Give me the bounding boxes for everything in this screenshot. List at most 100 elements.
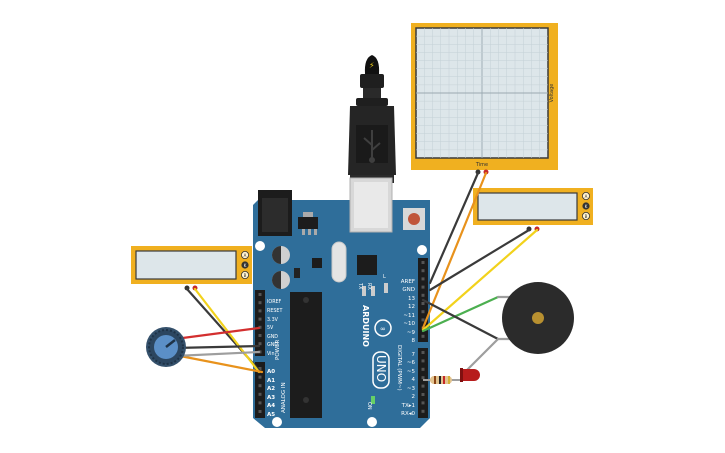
pin-5: ~5 (407, 369, 416, 375)
potentiometer-knob-indicator (165, 339, 176, 348)
wire-display-left-signal[interactable] (193, 287, 261, 374)
header-pin[interactable] (421, 401, 425, 405)
pin-gnd-2: GND (267, 342, 278, 348)
pin-a5: A5 (267, 412, 275, 418)
analog-header: ANALOG IN (281, 382, 287, 413)
arduino-uno-board[interactable]: TX RX L ON ARDUINO ∞ UNO DIGITAL (PWM~) … (253, 177, 430, 428)
pin-3: ~3 (407, 386, 416, 392)
header-pin[interactable] (258, 367, 262, 370)
display-right-pin-a: A (585, 194, 588, 199)
pin-0-rx: RX◂0 (401, 411, 415, 417)
pin-4: 4 (412, 377, 416, 383)
header-pin[interactable] (258, 392, 262, 396)
pin-7: 7 (412, 352, 416, 358)
pin-a4: A4 (267, 403, 275, 409)
pin-12: 12 (408, 304, 415, 310)
header-pin[interactable] (421, 277, 425, 281)
pin-5v: 5V (267, 325, 274, 331)
pin-gnd-3: GND (402, 287, 415, 293)
pin-6: ~6 (407, 360, 416, 366)
on-label: ON (366, 402, 372, 410)
header-pin[interactable] (421, 393, 425, 396)
header-pin[interactable] (258, 317, 262, 321)
header-pin[interactable] (421, 359, 425, 363)
header-pin[interactable] (258, 293, 262, 296)
header-pin[interactable] (421, 334, 425, 338)
pin-13: 13 (408, 296, 415, 302)
digital-header-bottom-pins[interactable] (418, 348, 428, 418)
pin-2: 2 (412, 394, 416, 400)
header-pin[interactable] (421, 409, 425, 413)
wire-display-right-signal[interactable] (421, 228, 539, 332)
pin-gnd-1: GND (267, 334, 278, 340)
pin-3v3: 3.3V (267, 317, 279, 323)
brand-label: ARDUINO (361, 305, 370, 347)
pin-a0: A0 (267, 369, 275, 375)
display-left-pin-b: B (244, 273, 247, 278)
pin-8: 8 (412, 338, 416, 344)
header-pin[interactable] (258, 410, 262, 413)
pin-aref: AREF (401, 279, 415, 285)
display-left-pin-a: A (244, 253, 247, 258)
wire-scope-gnd[interactable] (428, 171, 480, 285)
rx-label: RX (366, 283, 372, 290)
header-pin[interactable] (421, 302, 425, 305)
header-pin[interactable] (258, 375, 262, 379)
display-right-pin-b: B (585, 214, 588, 219)
resistor[interactable] (423, 376, 462, 384)
header-pin[interactable] (258, 401, 262, 405)
power-header: POWER (275, 339, 281, 360)
display-module-left[interactable]: A K B (131, 246, 252, 291)
svg-text:∞: ∞ (380, 325, 386, 333)
oscilloscope-grid (416, 28, 548, 158)
oscilloscope-y-label: Voltage (549, 84, 555, 103)
header-pin[interactable] (421, 384, 425, 388)
pin-10: ~10 (403, 321, 415, 327)
header-pin[interactable] (421, 318, 425, 322)
display-right-pin-k: K (585, 204, 588, 209)
wire-buzzer-gnd[interactable] (421, 298, 500, 341)
header-pin[interactable] (421, 261, 425, 264)
pin-1-tx: TX▸1 (401, 403, 415, 409)
oscilloscope-x-label: Time (475, 162, 488, 168)
analog-header-pins[interactable] (255, 362, 265, 418)
red-led[interactable] (460, 368, 480, 382)
usb-cable[interactable]: ⚡ (348, 55, 396, 183)
header-pin[interactable] (421, 293, 425, 297)
pin-9: ~9 (407, 330, 416, 336)
l-label: L (383, 274, 386, 280)
wire-scope-signal[interactable] (421, 171, 488, 330)
power-header-pins[interactable] (255, 290, 265, 356)
header-pin[interactable] (258, 325, 262, 329)
header-pin[interactable] (421, 285, 425, 289)
header-pin[interactable] (258, 342, 262, 346)
wire-display-right-gnd[interactable] (428, 228, 531, 292)
wire-pot-wiper[interactable] (173, 353, 264, 374)
potentiometer[interactable] (146, 327, 186, 367)
wire-pot-gnd[interactable] (173, 344, 261, 350)
header-pin[interactable] (258, 384, 262, 388)
wire-buzzer-signal[interactable] (421, 295, 500, 333)
header-pin[interactable] (258, 309, 262, 313)
pin-a2: A2 (267, 386, 275, 392)
oscilloscope[interactable]: Time Voltage (411, 23, 558, 175)
header-pin[interactable] (258, 334, 262, 337)
header-pin[interactable] (421, 269, 425, 273)
wire-pot-vcc[interactable] (173, 326, 261, 341)
pin-vin: Vin (267, 351, 275, 357)
display-left-pin-k: K (244, 263, 247, 268)
header-pin[interactable] (421, 367, 425, 371)
header-pin[interactable] (258, 301, 262, 305)
arduino-logo-icon (374, 319, 392, 337)
header-pin[interactable] (421, 351, 425, 354)
lightning-icon: ⚡ (369, 61, 375, 70)
pin-11: ~11 (403, 313, 415, 319)
display-module-right[interactable]: A K B (473, 188, 593, 232)
piezo-buzzer[interactable] (502, 282, 574, 354)
tx-label: TX (357, 282, 363, 290)
header-pin[interactable] (421, 310, 425, 314)
header-pin[interactable] (421, 376, 425, 380)
usb-symbol-icon (363, 130, 381, 163)
